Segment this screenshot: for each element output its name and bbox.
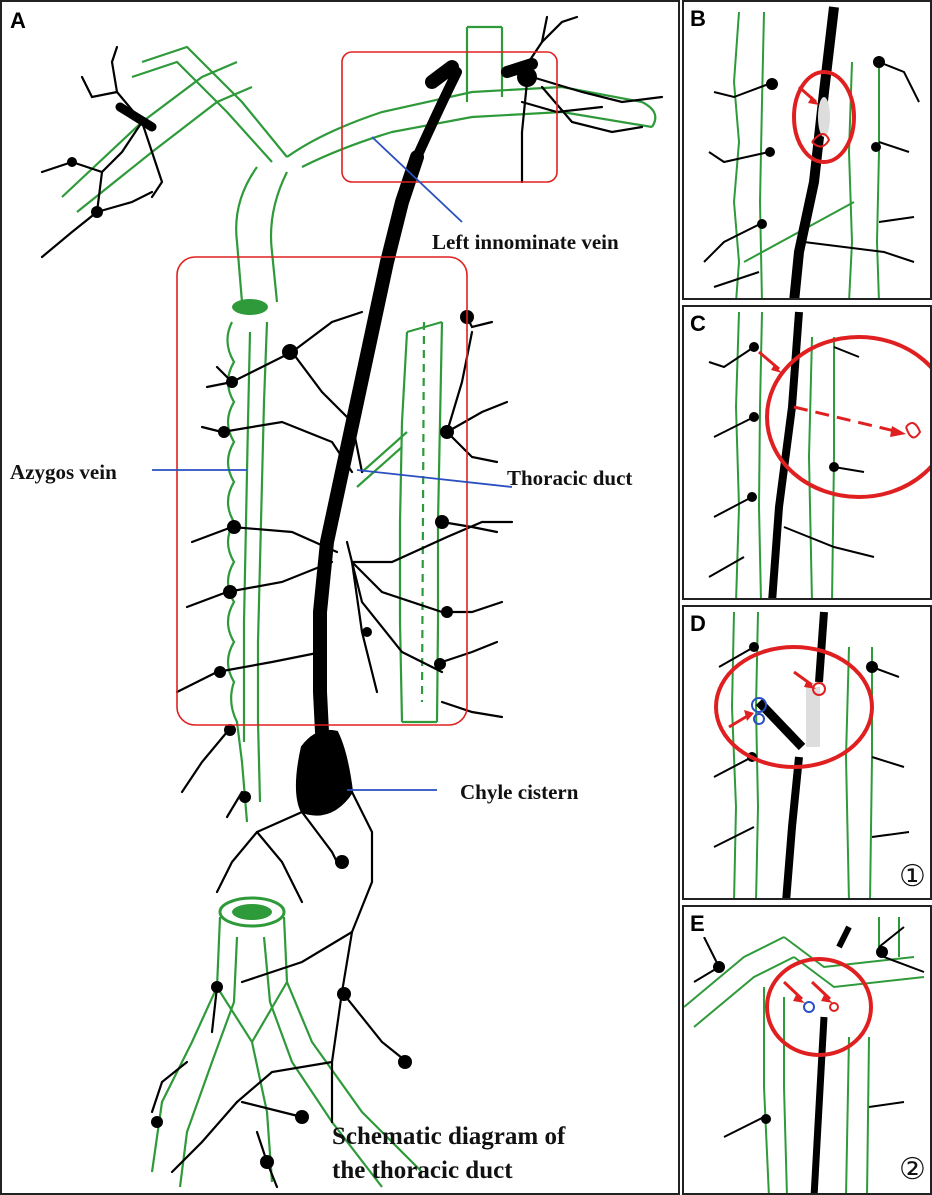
panel-c: C bbox=[682, 305, 932, 600]
panel-b-label: B bbox=[688, 6, 708, 32]
panel-d: D ① bbox=[682, 605, 932, 900]
diagram-title-line-1: Schematic diagram of bbox=[332, 1120, 565, 1154]
lymphatic-system bbox=[42, 17, 662, 1187]
panel-d-drawing bbox=[684, 607, 932, 900]
diagram-title-line-2: the thoracic duct bbox=[332, 1154, 565, 1188]
panel-d-label: D bbox=[688, 611, 708, 637]
panel-a-label: A bbox=[8, 8, 28, 34]
panel-a-drawing bbox=[2, 2, 680, 1195]
panel-b-drawing bbox=[684, 2, 932, 300]
step-marker-1: ① bbox=[899, 859, 926, 894]
chyle-cistern-label: Chyle cistern bbox=[460, 780, 578, 805]
panel-e-drawing bbox=[684, 907, 932, 1195]
panel-b: B bbox=[682, 0, 932, 300]
step-marker-2: ② bbox=[899, 1152, 926, 1187]
panel-e: E ② bbox=[682, 905, 932, 1195]
azygos-vein-label: Azygos vein bbox=[10, 460, 117, 485]
panel-e-label: E bbox=[688, 911, 707, 937]
panel-c-label: C bbox=[688, 311, 708, 337]
thoracic-duct-label: Thoracic duct bbox=[507, 466, 632, 491]
panel-c-drawing bbox=[684, 307, 932, 600]
left-innominate-vein-label: Left innominate vein bbox=[432, 230, 619, 255]
diagram-title: Schematic diagram of the thoracic duct bbox=[332, 1120, 565, 1188]
panel-a: A Left innominate vein Azygos vein Thora… bbox=[0, 0, 680, 1195]
